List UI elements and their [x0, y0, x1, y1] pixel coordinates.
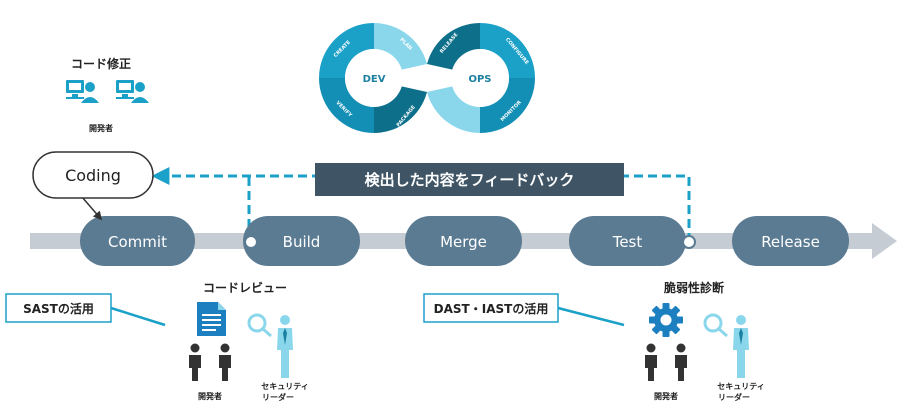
code-review-title: コードレビュー	[203, 280, 287, 295]
stage-build-label: Build	[283, 233, 321, 251]
feedback-origin-dot	[682, 235, 696, 249]
feedback-box: 検出した内容をフィードバック	[315, 163, 624, 196]
code-review-developer-label: 開発者	[198, 391, 222, 401]
stage-release-label: Release	[761, 233, 820, 251]
vuln-scan-group: 脆弱性診断 開発者 セキュリティ	[645, 280, 765, 402]
developer-pc-icon	[116, 80, 149, 103]
security-leader-icon	[247, 313, 293, 378]
developer-person-icon	[219, 343, 231, 381]
vuln-scan-security-leader-label: セキュリティ	[717, 382, 765, 391]
document-icon	[197, 302, 226, 336]
code-fix-title: コード修正	[71, 56, 131, 71]
stage-commit[interactable]: Commit	[80, 216, 195, 266]
code-review-security-leader-label-2: リーダー	[262, 392, 294, 402]
devops-loop: DEV OPS CREATE PLAN VERIFY PACKAGE RELEA…	[319, 23, 535, 133]
developer-pc-icon	[66, 80, 99, 103]
code-fix-group: コード修正 開発者	[66, 56, 149, 133]
loop-segment-plan	[374, 23, 427, 70]
developer-person-icon	[189, 343, 201, 381]
pipeline-stages: Commit Build Merge Test Release	[80, 216, 849, 266]
sast-callout: SASTの活用	[5, 293, 166, 327]
code-review-security-leader-label: セキュリティ	[261, 382, 309, 391]
stage-merge-label: Merge	[440, 233, 487, 251]
sast-label: SASTの活用	[23, 301, 94, 316]
feedback-origin-dot	[244, 235, 258, 249]
stage-commit-label: Commit	[108, 233, 167, 251]
stage-build[interactable]: Build	[243, 216, 360, 266]
dast-label: DAST・IASTの活用	[434, 301, 549, 316]
loop-segment-verify	[319, 78, 374, 133]
coding-label: Coding	[65, 166, 121, 185]
dast-callout: DAST・IASTの活用	[423, 293, 625, 327]
code-fix-developer-label: 開発者	[89, 123, 113, 133]
vuln-scan-title: 脆弱性診断	[663, 280, 724, 295]
loop-segment-monitor	[480, 78, 535, 133]
loop-segment-release	[427, 23, 480, 70]
stage-test-label: Test	[612, 233, 643, 251]
vuln-scan-security-leader-label-2: リーダー	[718, 392, 750, 402]
stage-merge[interactable]: Merge	[405, 216, 522, 266]
vuln-scan-developer-label: 開発者	[654, 391, 678, 401]
gear-icon	[649, 303, 683, 337]
loop-segment-configure	[480, 23, 535, 78]
stage-test[interactable]: Test	[569, 216, 686, 266]
loop-segment-create	[319, 23, 374, 78]
security-leader-icon	[703, 313, 749, 378]
feedback-label: 検出した内容をフィードバック	[365, 171, 575, 189]
loop-segment-ops-lower	[427, 86, 480, 133]
track-arrow-head	[872, 223, 897, 259]
dev-label: DEV	[363, 74, 386, 85]
coding-bubble: Coding	[32, 151, 154, 221]
loop-segment-package	[374, 86, 427, 133]
developer-person-icon	[645, 343, 657, 381]
developer-person-icon	[675, 343, 687, 381]
code-review-group: コードレビュー 開発者 セキュリティ リーダー	[189, 280, 309, 402]
ops-label: OPS	[468, 74, 491, 85]
stage-release[interactable]: Release	[732, 216, 849, 266]
